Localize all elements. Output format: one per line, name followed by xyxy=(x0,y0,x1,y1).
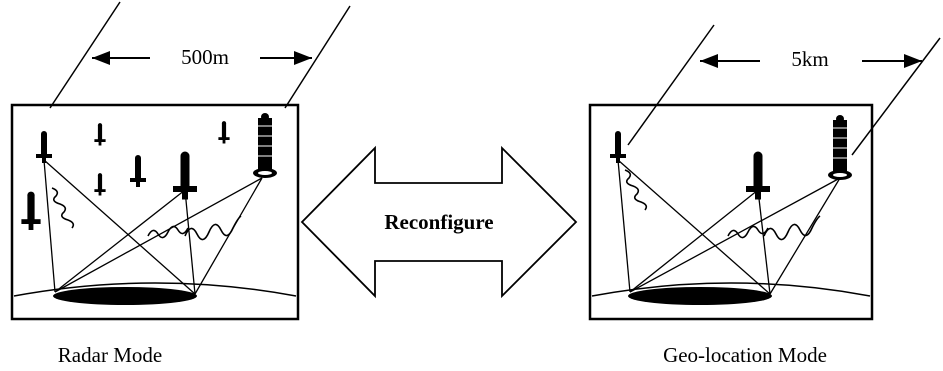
radar-mode-caption: Radar Mode xyxy=(58,343,162,367)
uav-icon xyxy=(21,191,41,230)
earth-surface xyxy=(13,282,297,297)
arrowhead-right-icon xyxy=(294,51,312,65)
wave-icon xyxy=(727,225,769,239)
uav-icon xyxy=(746,151,770,200)
uav-icon xyxy=(130,155,146,187)
scene-frame xyxy=(588,103,874,321)
signal-paths xyxy=(617,159,841,295)
uav-icon xyxy=(218,121,230,144)
wave-icon xyxy=(147,225,189,239)
ground-footprint xyxy=(53,287,197,305)
arrowhead-left-icon xyxy=(92,51,110,65)
wave-icon xyxy=(624,169,648,211)
wave-icon xyxy=(184,215,242,241)
ground-footprint xyxy=(628,287,772,305)
wave-icons xyxy=(624,169,821,241)
uav-icon xyxy=(94,173,106,196)
wave-icons xyxy=(51,187,242,241)
satellite-icon xyxy=(252,112,278,179)
reconfigure-label: Reconfigure xyxy=(384,210,493,234)
satellite-icon xyxy=(827,114,853,181)
signal-paths xyxy=(43,159,263,295)
wave-icon xyxy=(763,215,821,241)
distance-marker-right xyxy=(284,5,351,109)
arrowhead-left-icon xyxy=(700,54,718,68)
uav-icon xyxy=(94,123,106,146)
geolocation-mode-caption: Geo-location Mode xyxy=(663,343,827,367)
radar-mode-panel: 500m Radar Mode xyxy=(10,1,351,367)
scene-frame xyxy=(10,103,300,321)
double-arrow-icon xyxy=(300,145,578,299)
geolocation-mode-panel: 5km Geo-location Mode xyxy=(588,24,941,367)
uav-icon xyxy=(36,131,52,163)
reconfigure-arrow: Reconfigure xyxy=(300,145,578,299)
distance-marker-left xyxy=(627,24,715,146)
wave-icon xyxy=(51,187,75,229)
arrowhead-right-icon xyxy=(904,54,922,68)
distance-marker-right xyxy=(851,37,941,156)
uav-icon xyxy=(173,151,197,200)
distance-label: 500m xyxy=(181,45,229,69)
distance-marker-left xyxy=(49,1,121,109)
distance-label: 5km xyxy=(791,47,828,71)
earth-surface xyxy=(591,282,871,297)
uav-icon xyxy=(610,131,626,163)
